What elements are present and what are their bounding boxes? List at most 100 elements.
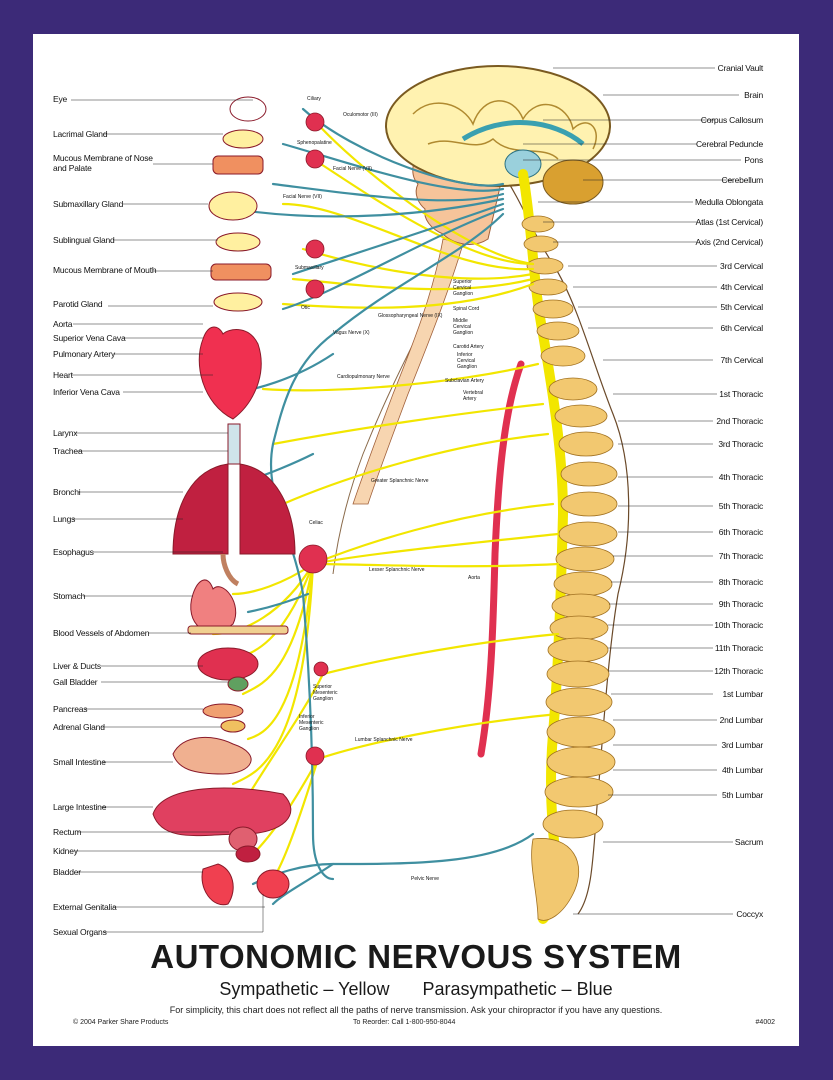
trachea	[227, 423, 241, 465]
label-gall-bladder: Gall Bladder	[53, 677, 98, 687]
label-kidney: Kidney	[53, 846, 78, 856]
subtitle-parasympathetic: Parasympathetic – Blue	[422, 979, 613, 999]
label-1st-lumbar: 1st Lumbar	[722, 689, 763, 699]
label-mucous-membrane-mouth: Mucous Membrane of Mouth	[53, 265, 157, 275]
label-eye: Eye	[53, 94, 68, 104]
heart	[198, 326, 262, 420]
corpus-callosum	[461, 120, 585, 146]
label-large-intestine: Large Intestine	[53, 802, 107, 812]
brain-folds	[412, 100, 597, 160]
nerve-label-lumbar-splanchnic: Lumbar Splanchnic Nerve	[355, 737, 413, 743]
label-submaxillary-gland: Submaxillary Gland	[53, 199, 124, 209]
label-6th-cervical: 6th Cervical	[720, 323, 764, 333]
label-bronchi: Bronchi	[53, 487, 81, 497]
label-sacrum: Sacrum	[734, 837, 763, 847]
sublingual-gland	[215, 232, 261, 252]
label-11th-thoracic: 11th Thoracic	[714, 643, 763, 653]
label-trachea: Trachea	[53, 446, 83, 456]
label-12th-thoracic: 12th Thoracic	[714, 666, 763, 676]
bladder	[201, 863, 234, 906]
organs	[152, 96, 296, 906]
label-4th-cervical: 4th Cervical	[720, 282, 764, 292]
label-coccyx: Coccyx	[736, 909, 763, 919]
label-aorta: Aorta	[53, 319, 73, 329]
sympathetic-nerves	[211, 117, 560, 881]
submaxillary-gland	[208, 191, 258, 221]
label-sexual-organs: Sexual Organs	[53, 927, 107, 937]
label-2nd-thoracic: 2nd Thoracic	[716, 416, 763, 426]
label-inferior-vena-cava: Inferior Vena Cava	[53, 387, 120, 397]
large-intestine	[152, 787, 292, 837]
chart-sheet: Eye Lacrimal Gland Mucous Membrane of No…	[33, 34, 799, 1046]
reorder-info: To Reorder: Call 1-800-950-8044	[353, 1019, 456, 1026]
label-external-genitalia: External Genitalia	[53, 902, 117, 912]
nerve-label-facial-2: Facial Nerve (VII)	[283, 194, 322, 200]
label-8th-thoracic: 8th Thoracic	[718, 577, 763, 587]
chart-title: AUTONOMIC NERVOUS SYSTEM	[150, 938, 682, 975]
label-3rd-lumbar: 3rd Lumbar	[721, 740, 764, 750]
nerve-label-ciliary: Ciliary	[307, 96, 321, 102]
label-5th-cervical: 5th Cervical	[720, 302, 764, 312]
nerve-label-spinal-cord: Spinal Cord	[453, 306, 480, 312]
nerve-label-superior-cervical: Superior Cervical Ganglion	[453, 279, 474, 297]
nerve-label-sphenopalatine: Sphenopalatine	[297, 140, 332, 146]
nerve-label-vertebral-artery: Vertebral Artery	[463, 390, 484, 402]
nerve-label-greater-splanchnic: Greater Splanchnic Nerve	[371, 478, 429, 484]
nerve-label-otic: Otic	[301, 305, 310, 311]
kidney	[235, 845, 261, 863]
subtitle-sympathetic: Sympathetic – Yellow	[219, 979, 390, 999]
nerve-label-pelvic: Pelvic Nerve	[411, 876, 440, 882]
lacrimal-gland	[222, 129, 264, 149]
right-leader-lines	[523, 67, 741, 915]
vertebrae	[521, 215, 618, 921]
left-leader-lines	[71, 99, 265, 933]
label-5th-lumbar: 5th Lumbar	[722, 790, 763, 800]
label-4th-lumbar: 4th Lumbar	[722, 765, 763, 775]
right-lung	[239, 463, 296, 555]
eye	[229, 96, 267, 122]
label-superior-vena-cava: Superior Vena Cava	[53, 333, 126, 343]
label-larynx: Larynx	[53, 428, 78, 438]
copyright: © 2004 Parker Share Products	[73, 1019, 169, 1026]
nerve-label-middle-cervical: Middle Cervical Ganglion	[453, 318, 474, 336]
cerebellum	[542, 159, 604, 205]
label-brain: Brain	[744, 90, 763, 100]
label-parotid-gland: Parotid Gland	[53, 299, 103, 309]
nerve-label-aorta: Aorta	[468, 575, 480, 581]
stomach	[190, 579, 237, 633]
nerve-label-glossopharyngeal: Glossopharyngeal Nerve (IX)	[378, 313, 443, 319]
label-7th-cervical: 7th Cervical	[720, 355, 764, 365]
chart-subtitle: Sympathetic – Yellow Parasympathetic – B…	[33, 979, 799, 1000]
label-axis: Axis (2nd Cervical)	[695, 237, 763, 247]
label-5th-thoracic: 5th Thoracic	[718, 501, 763, 511]
disclaimer-note: For simplicity, this chart does not refl…	[169, 1005, 663, 1015]
label-pons: Pons	[744, 155, 763, 165]
nerve-label-superior-mesenteric: Superior Mesenteric Ganglion	[313, 684, 338, 702]
nerve-label-vagus: Vagus Nerve (X)	[333, 330, 370, 336]
anatomy-illustration	[71, 65, 741, 933]
parotid-gland	[213, 292, 263, 312]
nerve-label-inferior-cervical: Inferior Cervical Ganglion	[457, 352, 478, 370]
nerve-label-inferior-mesenteric: Inferior Mesenteric Ganglion	[299, 714, 324, 732]
label-mucous-membrane-nose: Mucous Membrane of Nose and Palate	[53, 153, 153, 173]
nerve-label-carotid-artery: Carotid Artery	[453, 344, 484, 350]
label-small-intestine: Small Intestine	[53, 757, 106, 767]
label-pulmonary-artery: Pulmonary Artery	[53, 349, 115, 359]
label-3rd-cervical: 3rd Cervical	[720, 261, 763, 271]
label-7th-thoracic: 7th Thoracic	[718, 551, 763, 561]
label-cranial-vault: Cranial Vault	[717, 63, 764, 73]
pancreas	[202, 703, 244, 719]
adrenal-gland	[220, 719, 246, 733]
nerve-label-submaxillary: Submaxillary	[295, 265, 324, 271]
nerve-label-facial-1: Facial Nerve (VII)	[333, 166, 372, 172]
label-adrenal-gland: Adrenal Gland	[53, 722, 105, 732]
label-pancreas: Pancreas	[53, 704, 88, 714]
nerve-label-lesser-splanchnic: Lesser Splanchnic Nerve	[369, 567, 425, 573]
label-cerebellum: Cerebellum	[721, 175, 764, 185]
label-esophagus: Esophagus	[53, 547, 94, 557]
nasal-membrane	[212, 155, 264, 175]
label-9th-thoracic: 9th Thoracic	[718, 599, 763, 609]
label-3rd-thoracic: 3rd Thoracic	[718, 439, 763, 449]
label-bladder: Bladder	[53, 867, 81, 877]
esophagus	[220, 553, 240, 587]
